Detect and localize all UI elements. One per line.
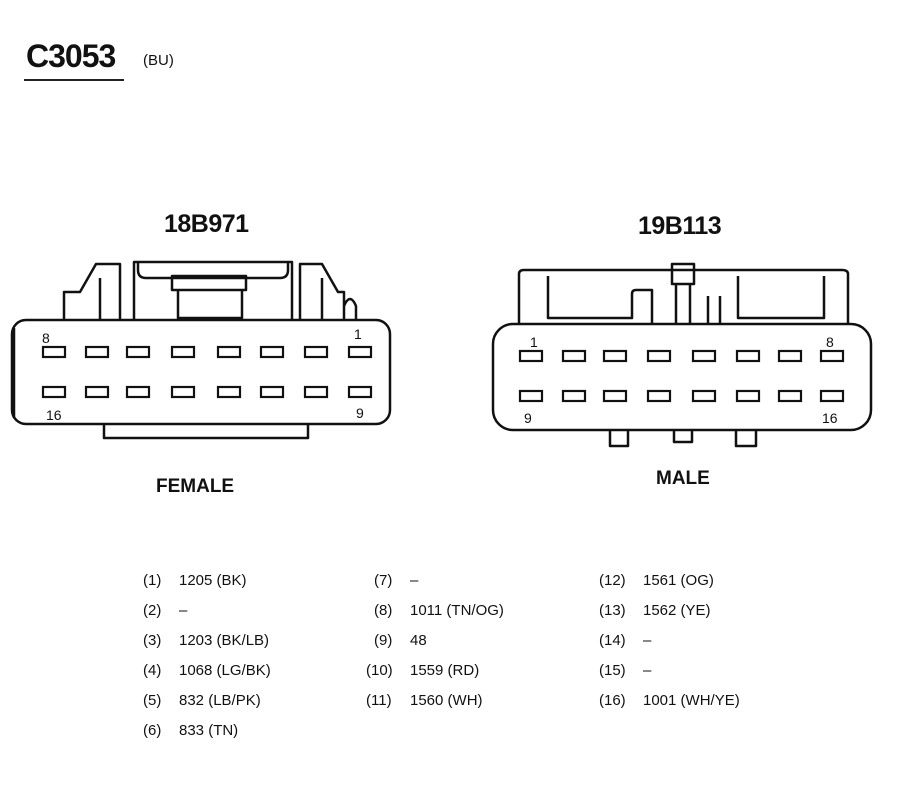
pinout-row: (4)1068 (LG/BK) (143, 662, 271, 679)
pinout-table: (1)1205 (BK) (2)– (3)1203 (BK/LB) (4)106… (0, 570, 900, 750)
male-cavity (646, 349, 672, 363)
female-cavity (170, 345, 196, 359)
male-label-bottom-left: 9 (524, 410, 532, 426)
male-cavity (691, 389, 717, 403)
female-cavity (303, 345, 329, 359)
female-cavity (84, 345, 110, 359)
male-label-top-right: 8 (826, 334, 834, 350)
female-cavity (259, 385, 285, 399)
pinout-row: (8)1011 (TN/OG) (374, 602, 504, 619)
pinout-row: (7)– (374, 572, 419, 589)
pinout-row: (9)48 (374, 632, 427, 649)
female-connector-outline (10, 260, 392, 440)
male-gender-label: MALE (656, 468, 710, 489)
female-label-bottom-right: 9 (356, 405, 364, 421)
pinout-row: (16)1001 (WH/YE) (599, 692, 740, 709)
male-cavity (602, 389, 628, 403)
male-cavity (602, 349, 628, 363)
male-cavity (735, 349, 761, 363)
female-cavity (216, 385, 242, 399)
male-cavity (518, 389, 544, 403)
color-code: (BU) (143, 52, 174, 69)
male-cavity (777, 349, 803, 363)
female-cavity (347, 345, 373, 359)
male-connector-outline (491, 262, 873, 448)
pinout-row: (3)1203 (BK/LB) (143, 632, 270, 649)
female-cavity (41, 385, 67, 399)
male-cavity (819, 349, 845, 363)
male-cavity (561, 389, 587, 403)
male-cavity (819, 389, 845, 403)
female-part-number: 18B971 (164, 210, 249, 238)
male-cavity (561, 349, 587, 363)
pinout-row: (12)1561 (OG) (599, 572, 714, 589)
title-underline (24, 79, 124, 81)
female-cavity (41, 345, 67, 359)
pinout-row: (13)1562 (YE) (599, 602, 711, 619)
male-cavity (777, 389, 803, 403)
male-label-bottom-right: 16 (822, 410, 838, 426)
connector-diagrams: 8 1 16 9 1 8 9 16 (10, 260, 873, 448)
pinout-row: (15)– (599, 662, 652, 679)
male-label-top-left: 1 (530, 334, 538, 350)
male-part-number: 19B113 (638, 212, 722, 240)
male-cavity (518, 349, 544, 363)
male-cavity (691, 349, 717, 363)
female-cavity (303, 385, 329, 399)
female-label-bottom-left: 16 (46, 407, 62, 423)
male-cavity (646, 389, 672, 403)
female-cavity (259, 345, 285, 359)
pinout-row: (1)1205 (BK) (143, 572, 247, 589)
female-label-top-left: 8 (42, 330, 50, 346)
pinout-row: (10)1559 (RD) (366, 662, 480, 679)
female-cavity (125, 385, 151, 399)
pinout-row: (5)832 (LB/PK) (143, 692, 261, 709)
pinout-row: (14)– (599, 632, 652, 649)
female-label-top-right: 1 (354, 326, 362, 342)
female-cavity (125, 345, 151, 359)
female-cavity (170, 385, 196, 399)
pinout-row: (6)833 (TN) (143, 722, 239, 739)
female-gender-label: FEMALE (156, 476, 235, 497)
female-cavity (84, 385, 110, 399)
pinout-row: (2)– (143, 602, 188, 619)
female-cavity (347, 385, 373, 399)
connector-id: C3053 (26, 38, 116, 74)
male-cavity (735, 389, 761, 403)
pinout-row: (11)1560 (WH) (366, 692, 483, 709)
female-cavity (216, 345, 242, 359)
